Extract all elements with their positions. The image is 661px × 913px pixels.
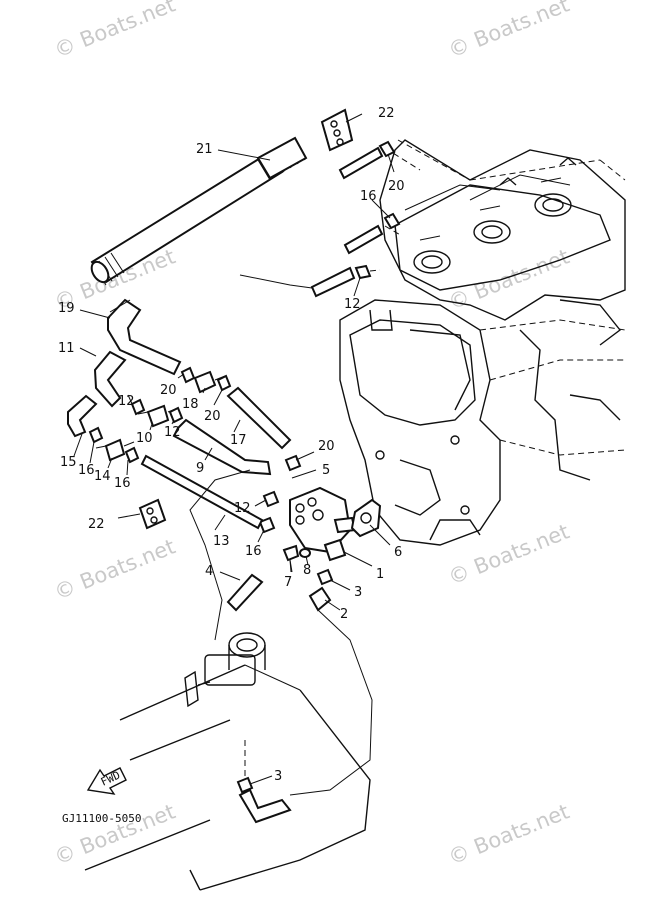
callout-3-lower: 3 xyxy=(274,769,282,784)
watermark: © Boats.net xyxy=(51,799,179,869)
part-11-elbow-hose xyxy=(93,350,127,408)
leader-lines xyxy=(73,113,395,785)
callout-5: 5 xyxy=(322,463,330,478)
callout-20-right: 20 xyxy=(318,439,335,454)
watermark: © Boats.net xyxy=(51,0,179,63)
fwd-direction-arrow: FWD xyxy=(86,767,127,795)
clips-middle xyxy=(88,366,302,534)
callout-11: 11 xyxy=(58,341,75,356)
part-17-hose xyxy=(226,386,292,450)
part-19-elbow-hose xyxy=(107,298,182,376)
part-15-elbow-hose xyxy=(67,394,98,438)
callout-20-mid: 20 xyxy=(204,409,221,424)
watermark: © Boats.net xyxy=(51,534,179,604)
part-3-clamps xyxy=(236,568,334,794)
watermark: © Boats.net xyxy=(445,799,573,869)
callout-8: 8 xyxy=(303,563,311,578)
check-valves xyxy=(95,370,226,462)
callout-15: 15 xyxy=(60,455,77,470)
part-9-hose xyxy=(172,418,272,476)
part-22-hose-clamp-holder-top xyxy=(320,108,354,152)
part-21-corrugated-hose xyxy=(90,136,308,286)
part-22-hose-clamp-holder-lower xyxy=(138,498,167,530)
callout-12-right: 12 xyxy=(234,501,251,516)
drawing-code: GJ11100-5050 xyxy=(62,812,141,825)
part-4-hose xyxy=(226,573,264,612)
callout-numbers: 22 21 20 16 12 19 11 20 18 20 12 10 12 1… xyxy=(58,106,405,784)
callout-14: 14 xyxy=(94,469,111,484)
callout-16-right: 16 xyxy=(245,544,262,559)
callout-16-mid: 16 xyxy=(114,476,131,491)
part-8-washer xyxy=(299,548,311,558)
callout-22-top: 22 xyxy=(378,106,395,121)
watermark: © Boats.net xyxy=(445,519,573,589)
part-1-oil-pump xyxy=(289,486,357,562)
callout-9: 9 xyxy=(196,461,204,476)
callout-16-left: 16 xyxy=(78,463,95,478)
callout-10: 10 xyxy=(136,431,153,446)
callout-3-upper: 3 xyxy=(354,585,362,600)
callout-12-left: 12 xyxy=(118,394,135,409)
callout-17: 17 xyxy=(230,433,247,448)
callout-20-top: 20 xyxy=(388,179,405,194)
callout-2: 2 xyxy=(340,607,348,622)
fwd-label: FWD xyxy=(99,769,123,789)
part-13-hose xyxy=(140,454,264,641)
callout-12-top: 12 xyxy=(344,297,361,312)
callout-13: 13 xyxy=(213,534,230,549)
engine-crankcase xyxy=(339,299,626,546)
callout-4: 4 xyxy=(205,564,213,579)
connector-hoses-upper xyxy=(239,146,421,298)
callout-20-left: 20 xyxy=(160,383,177,398)
callout-1: 1 xyxy=(376,567,384,582)
callout-12-mid: 12 xyxy=(164,425,181,440)
clips-upper xyxy=(354,140,401,280)
callout-21: 21 xyxy=(196,142,213,157)
part-6-gasket xyxy=(350,498,382,538)
callout-7: 7 xyxy=(284,575,292,590)
engine-cylinder-head xyxy=(379,139,626,321)
callout-16-top: 16 xyxy=(360,189,377,204)
callout-22-lower: 22 xyxy=(88,517,105,532)
watermark: © Boats.net xyxy=(445,0,573,63)
callout-18: 18 xyxy=(182,397,199,412)
callout-19: 19 xyxy=(58,301,75,316)
part-2-hose xyxy=(238,586,373,824)
callout-6: 6 xyxy=(394,545,402,560)
lower-body-outline xyxy=(84,632,371,891)
